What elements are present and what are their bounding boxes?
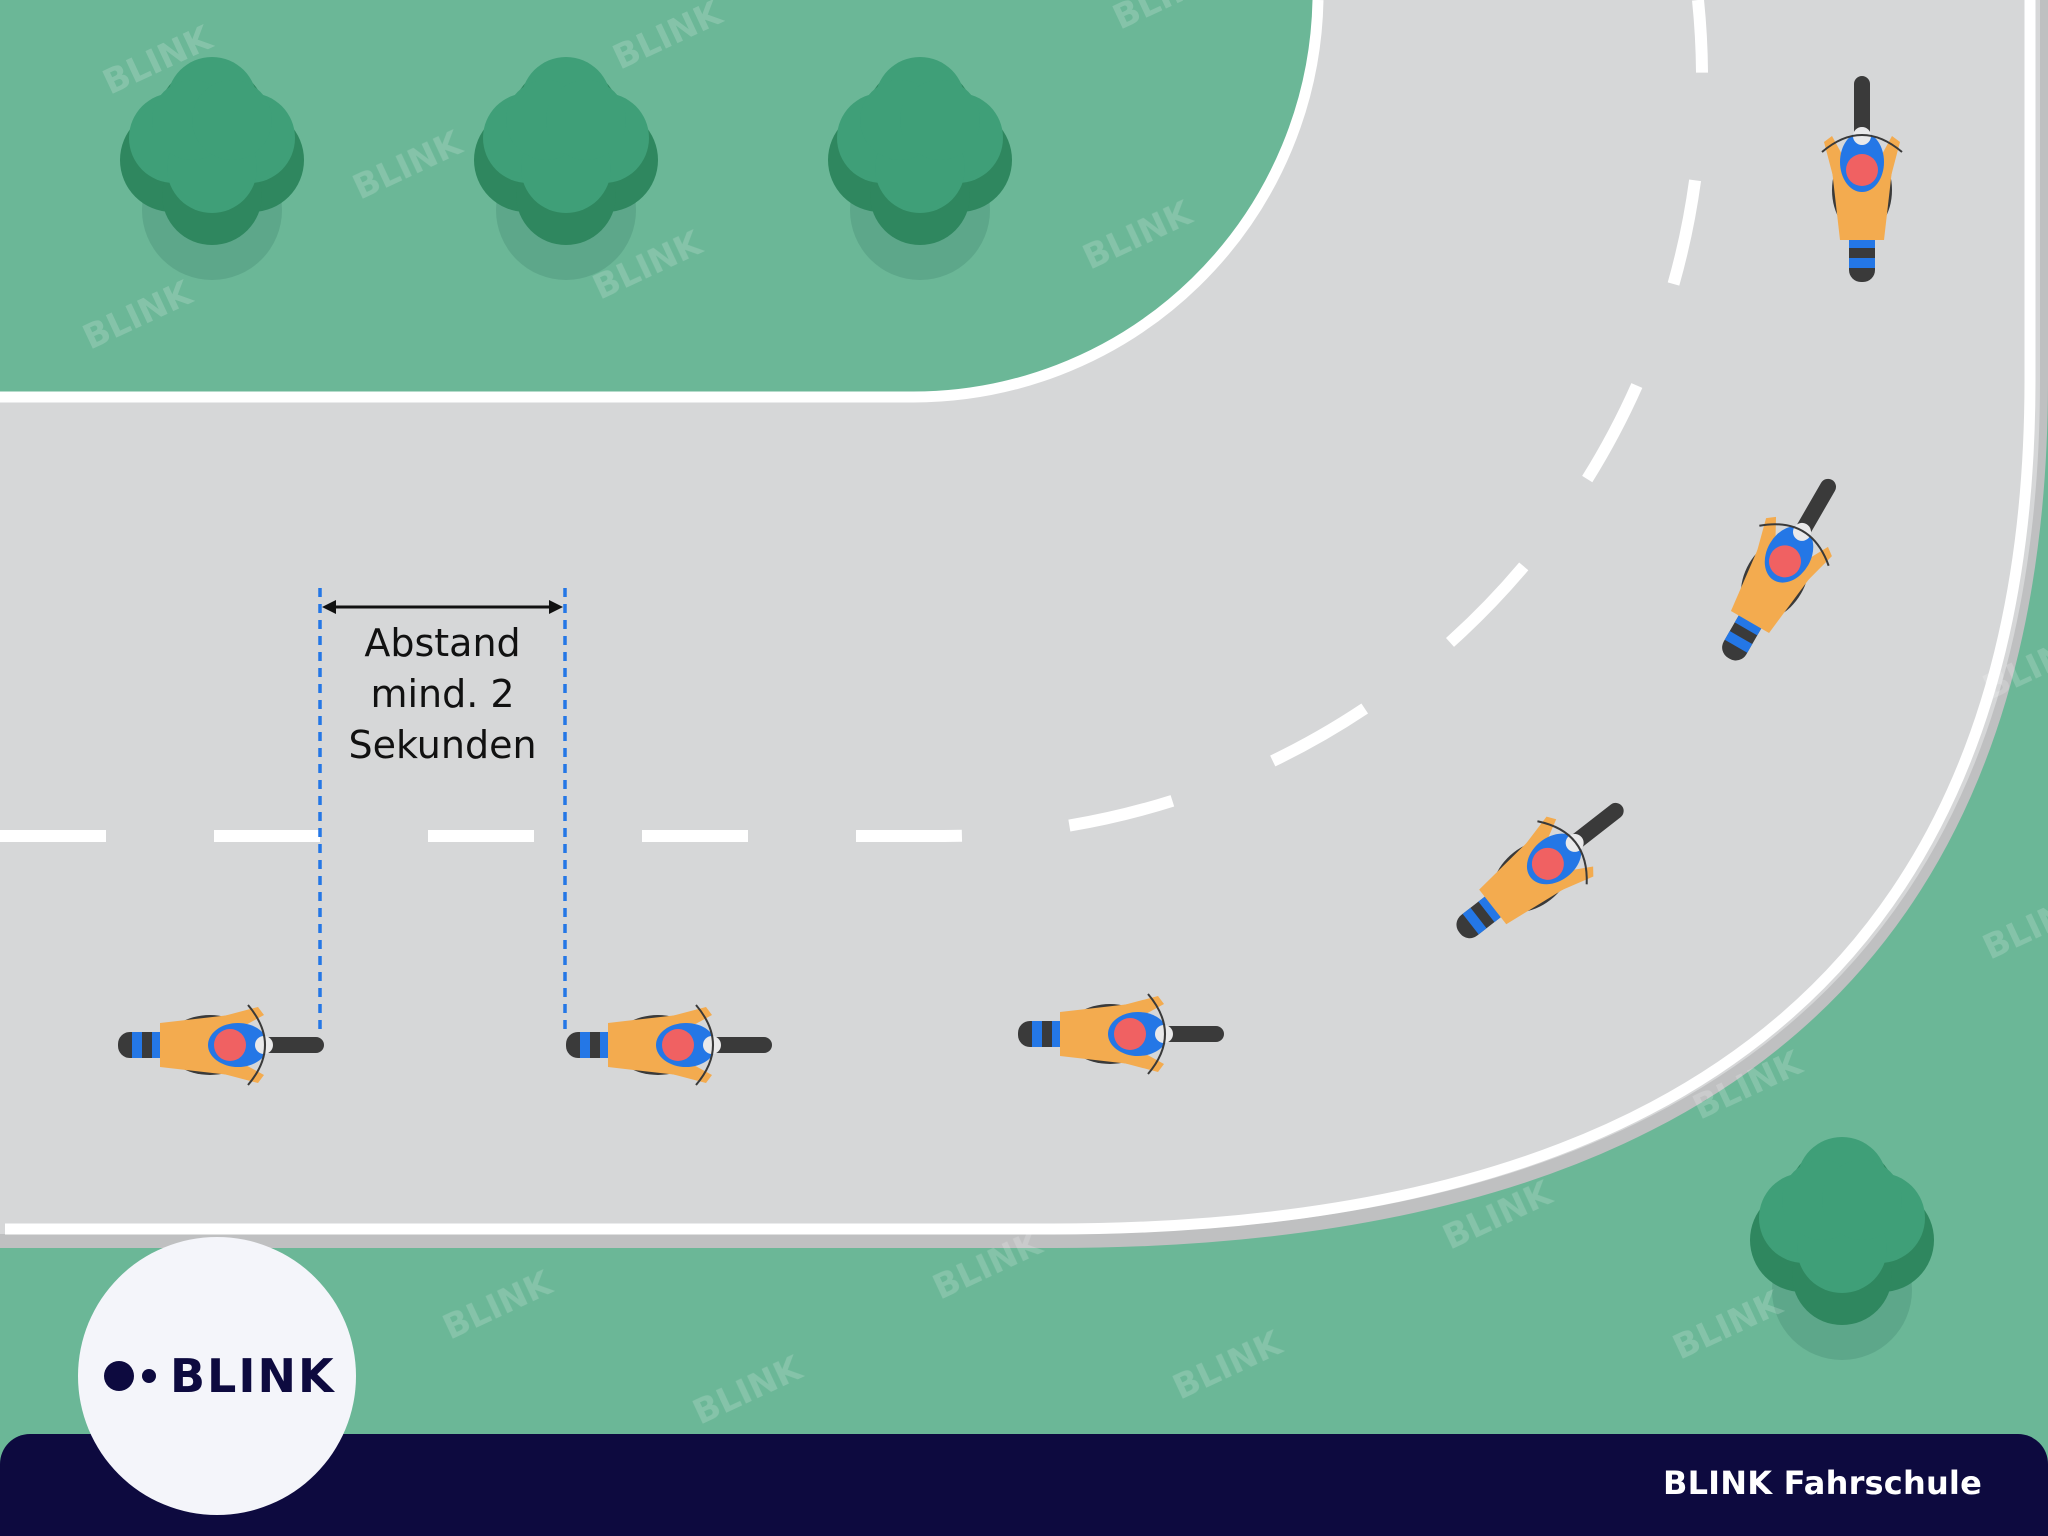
blink-logo: BLINK [104, 1348, 336, 1404]
footer-title: BLINK Fahrschule [1663, 1464, 1982, 1502]
road-edge-inner [0, 0, 1324, 403]
distance-label-line-2: mind. 2 [370, 672, 515, 716]
distance-arrow [322, 600, 563, 614]
logo-text: BLINK [170, 1349, 336, 1403]
logo-dot-icon [104, 1361, 134, 1391]
distance-label-line-1: Abstand [364, 621, 521, 665]
road-edge-outer [5, 0, 2036, 1235]
center-line [0, 0, 1708, 843]
logo-dot-small-icon [142, 1369, 156, 1383]
road [0, 0, 2040, 1235]
distance-label-line-3: Sekunden [348, 723, 537, 767]
footer-bar [0, 1434, 2048, 1536]
distance-label: Abstand mind. 2 Sekunden [320, 618, 565, 771]
